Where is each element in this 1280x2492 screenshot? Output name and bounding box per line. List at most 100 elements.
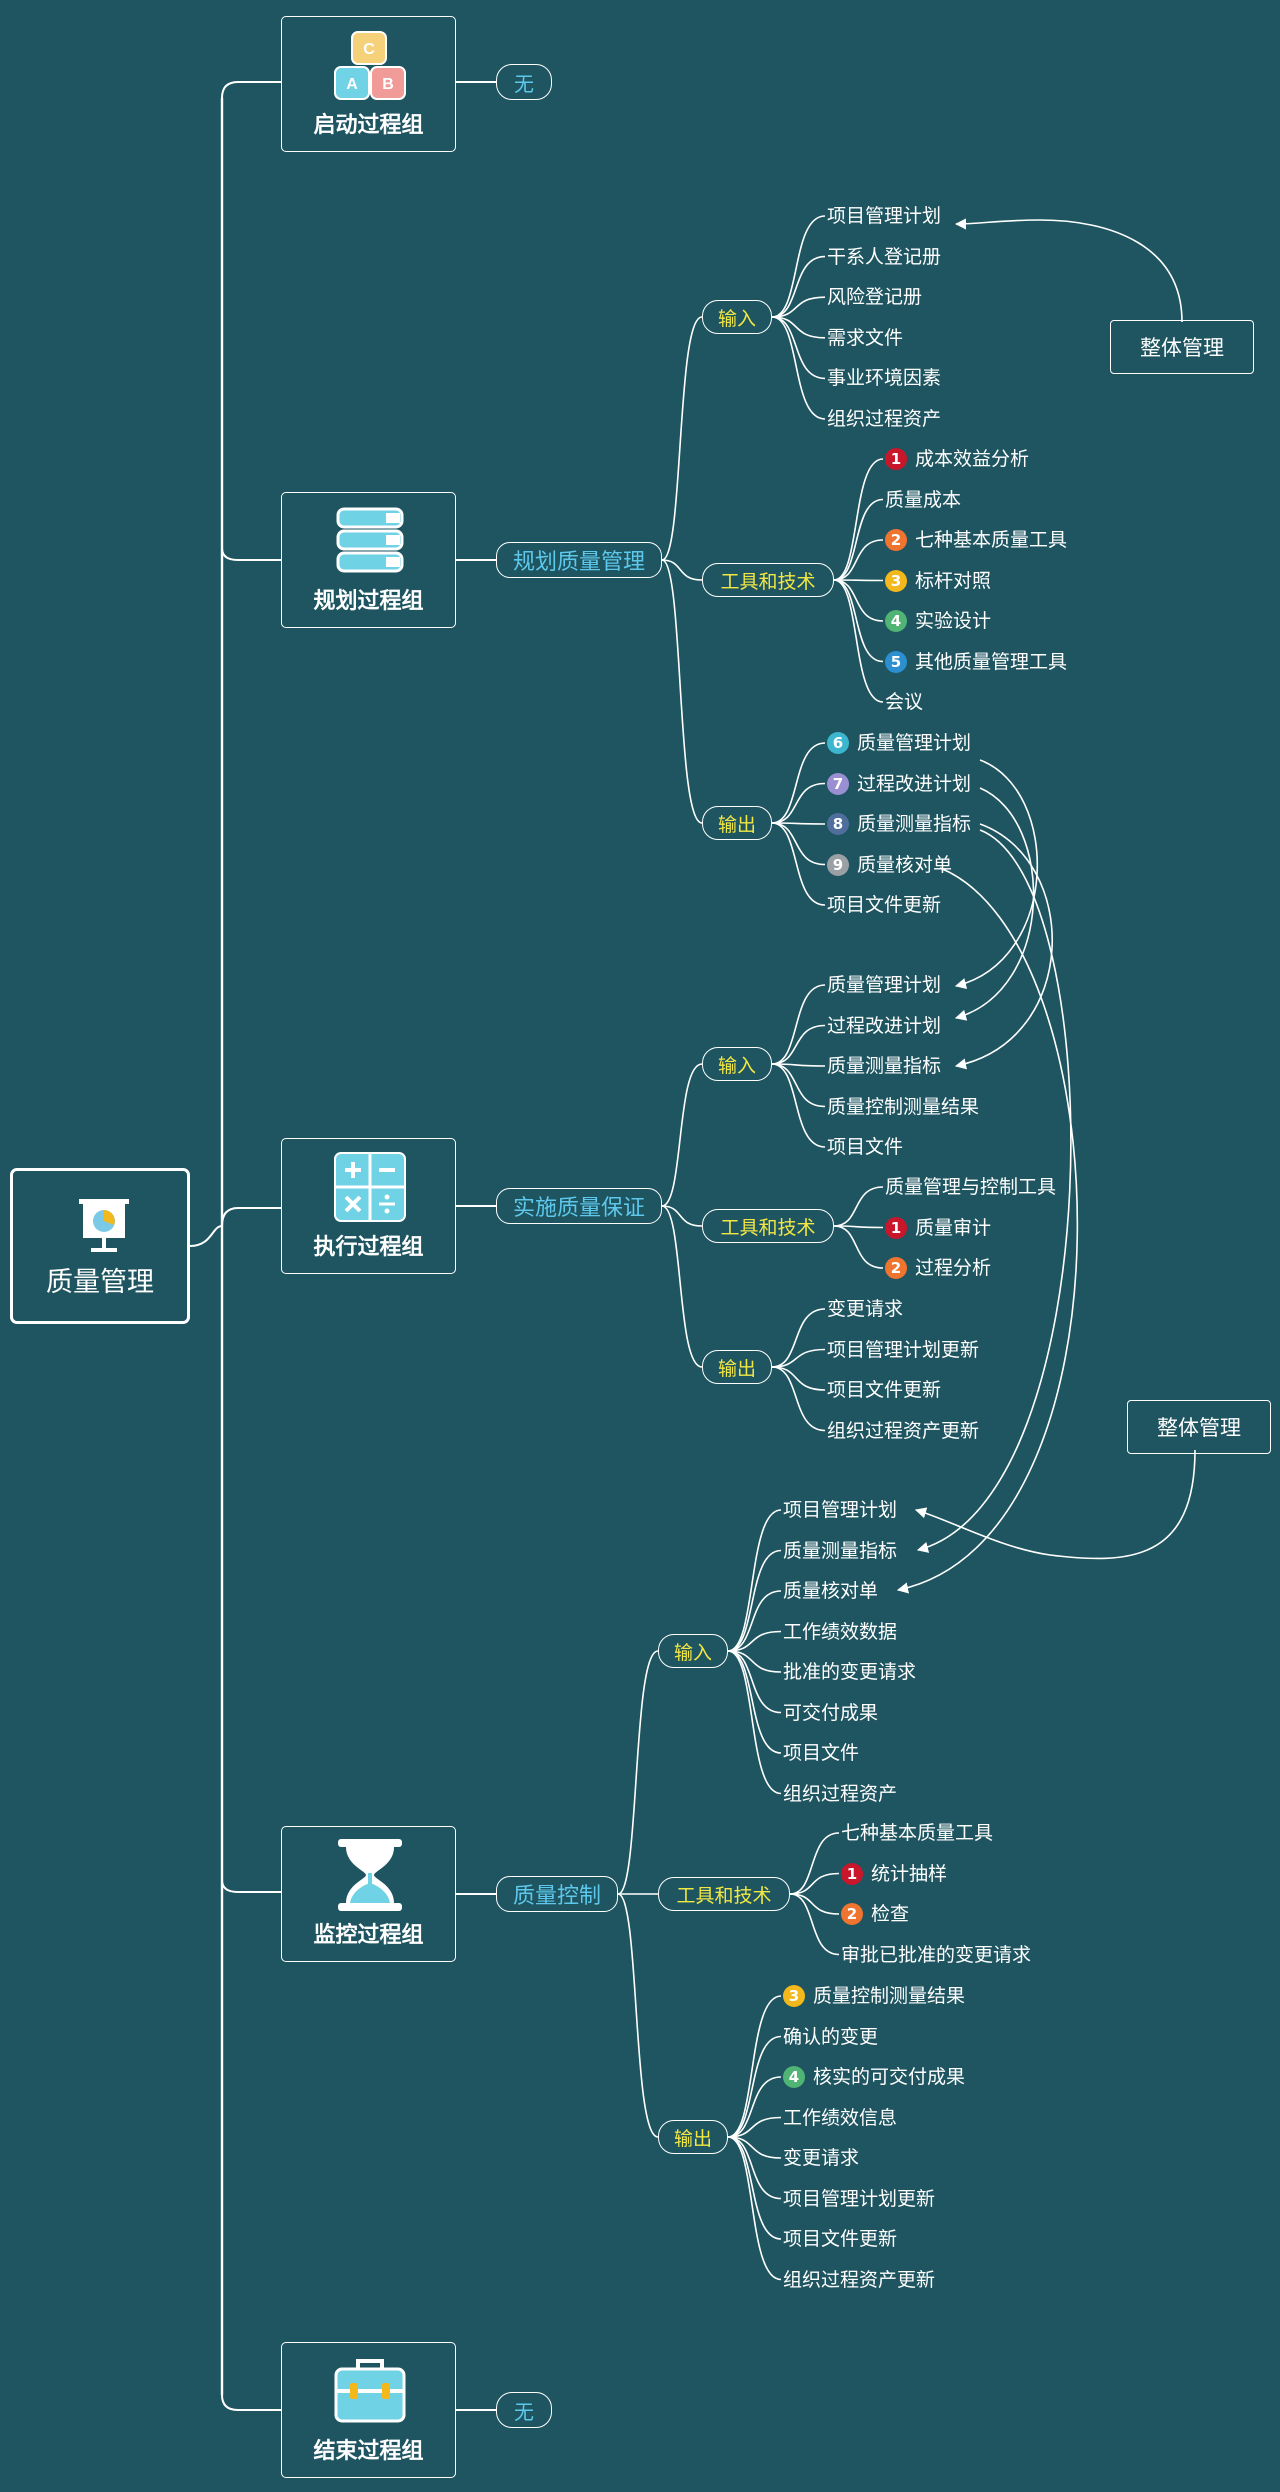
executing-tools-node[interactable]: 工具和技术 <box>702 1209 834 1243</box>
monitoring-output-node[interactable]: 输出 <box>658 2120 728 2154</box>
planning-output-item[interactable]: 项目文件更新 <box>827 892 941 918</box>
number-badge: 6 <box>827 732 849 754</box>
monitoring-input-item[interactable]: 工作绩效数据 <box>783 1619 897 1645</box>
item-label: 过程改进计划 <box>857 772 972 795</box>
monitoring-input-item[interactable]: 可交付成果 <box>783 1700 878 1726</box>
monitoring-output-item[interactable]: 变更请求 <box>783 2145 859 2171</box>
monitoring-tools-node[interactable]: 工具和技术 <box>658 1877 790 1911</box>
executing-output-item[interactable]: 项目管理计划更新 <box>827 1337 979 1363</box>
root-node[interactable]: 质量管理 <box>10 1168 190 1324</box>
monitoring-input-item[interactable]: 项目文件 <box>783 1740 859 1766</box>
monitoring-input-node[interactable]: 输入 <box>658 1634 728 1668</box>
planning-tools-item[interactable]: 会议 <box>885 689 923 715</box>
executing-output-item[interactable]: 变更请求 <box>827 1296 903 1322</box>
planning-input-item[interactable]: 事业环境因素 <box>827 365 941 391</box>
initiating-group-node[interactable]: C A B 启动过程组 <box>281 16 456 152</box>
monitoring-input-item[interactable]: 质量测量指标 <box>783 1538 897 1564</box>
item-label: 风险登记册 <box>827 286 923 309</box>
monitoring-input-item[interactable]: 批准的变更请求 <box>783 1659 916 1685</box>
monitoring-output-item[interactable]: 确认的变更 <box>783 2024 878 2050</box>
monitoring-output-item[interactable]: 项目管理计划更新 <box>783 2186 935 2212</box>
number-badge: 1 <box>885 1216 907 1239</box>
item-label: 组织过程资产 <box>827 408 942 430</box>
executing-output-item[interactable]: 项目文件更新 <box>827 1377 941 1403</box>
item-label: 标杆对照 <box>915 569 992 592</box>
item-label: 项目文件更新 <box>827 894 942 916</box>
planning-process-node[interactable]: 规划质量管理 <box>496 542 662 578</box>
planning-tools-item[interactable]: 5 其他质量管理工具 <box>885 649 1067 675</box>
executing-input-item[interactable]: 质量测量指标 <box>827 1053 941 1079</box>
planning-input-item[interactable]: 干系人登记册 <box>827 244 941 270</box>
planning-input-item[interactable]: 组织过程资产 <box>827 406 941 432</box>
monitoring-group-node[interactable]: 监控过程组 <box>281 1826 456 1962</box>
monitoring-output-item[interactable]: 工作绩效信息 <box>783 2105 897 2131</box>
number-badge: 9 <box>827 853 849 876</box>
executing-tools-item[interactable]: 1 质量审计 <box>885 1215 991 1241</box>
item-label: 七种基本质量工具 <box>841 1822 994 1844</box>
planning-output-node[interactable]: 输出 <box>702 806 772 840</box>
executing-tools-item[interactable]: 质量管理与控制工具 <box>885 1174 1056 1200</box>
number-badge: 5 <box>885 650 907 673</box>
executing-input-item[interactable]: 质量管理计划 <box>827 972 941 998</box>
number-badge: 2 <box>885 1257 907 1279</box>
closing-group-label: 结束过程组 <box>313 2439 424 2464</box>
item-label: 项目文件更新 <box>783 2228 898 2250</box>
number-badge: 8 <box>827 813 849 835</box>
monitoring-integration-box[interactable]: 整体管理 <box>1127 1400 1271 1454</box>
item-label: 批准的变更请求 <box>783 1661 917 1683</box>
item-label: 质量审计 <box>915 1216 992 1239</box>
monitoring-output-item[interactable]: 组织过程资产更新 <box>783 2267 935 2293</box>
item-label: 质量管理计划 <box>827 974 942 996</box>
item-label: 其他质量管理工具 <box>915 650 1068 673</box>
executing-input-item[interactable]: 过程改进计划 <box>827 1013 941 1039</box>
executing-input-node[interactable]: 输入 <box>702 1047 772 1081</box>
planning-integration-box[interactable]: 整体管理 <box>1110 320 1254 374</box>
executing-input-item[interactable]: 质量控制测量结果 <box>827 1094 979 1120</box>
monitoring-tools-item[interactable]: 七种基本质量工具 <box>841 1820 993 1846</box>
item-label: 质量控制测量结果 <box>813 1985 966 2007</box>
executing-input-item[interactable]: 项目文件 <box>827 1134 903 1160</box>
number-badge: 7 <box>827 772 849 795</box>
executing-group-node[interactable]: 执行过程组 <box>281 1138 456 1274</box>
item-label: 需求文件 <box>827 326 904 349</box>
item-label: 组织过程资产 <box>783 1782 898 1805</box>
monitoring-input-item[interactable]: 组织过程资产 <box>783 1781 897 1807</box>
planning-input-node[interactable]: 输入 <box>702 300 772 334</box>
planning-input-item[interactable]: 项目管理计划 <box>827 203 941 229</box>
item-label: 组织过程资产更新 <box>827 1419 980 1442</box>
monitoring-process-node[interactable]: 质量控制 <box>496 1876 618 1912</box>
executing-output-node[interactable]: 输出 <box>702 1350 772 1384</box>
hourglass-icon <box>338 1839 402 1911</box>
planning-input-item[interactable]: 需求文件 <box>827 325 903 351</box>
number-badge: 2 <box>885 529 907 551</box>
executing-process-node[interactable]: 实施质量保证 <box>496 1188 662 1224</box>
planning-group-node[interactable]: 规划过程组 <box>281 492 456 628</box>
planning-input-item[interactable]: 风险登记册 <box>827 284 922 310</box>
monitoring-input-item[interactable]: 项目管理计划 <box>783 1497 897 1523</box>
closing-group-node[interactable]: 结束过程组 <box>281 2342 456 2478</box>
item-label: 实验设计 <box>915 610 992 632</box>
number-badge: 1 <box>885 448 907 470</box>
planning-output-item[interactable]: 7 过程改进计划 <box>827 771 971 797</box>
monitoring-input-item[interactable]: 质量核对单 <box>783 1578 878 1604</box>
item-label: 项目管理计划 <box>783 1499 898 1521</box>
item-label: 质量核对单 <box>783 1580 879 1602</box>
item-label: 事业环境因素 <box>827 367 942 390</box>
planning-tools-item[interactable]: 质量成本 <box>885 487 961 513</box>
monitoring-tools-item[interactable]: 审批已批准的变更请求 <box>841 1942 1031 1968</box>
planning-tools-node[interactable]: 工具和技术 <box>702 563 834 597</box>
executing-output-item[interactable]: 组织过程资产更新 <box>827 1418 979 1444</box>
monitoring-output-item[interactable]: 项目文件更新 <box>783 2226 897 2252</box>
